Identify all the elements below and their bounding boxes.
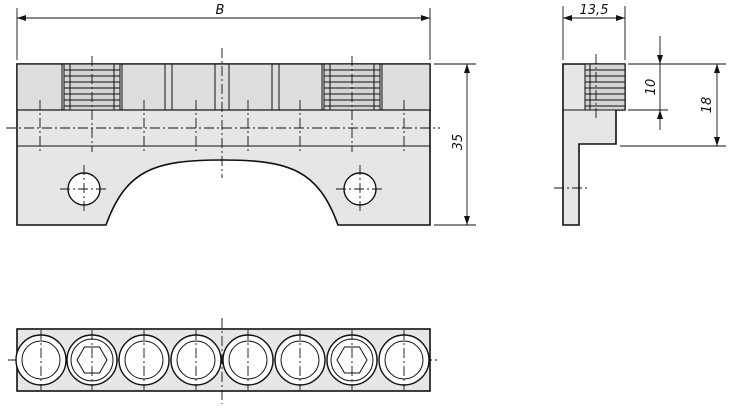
- dimension-35-label: 35: [451, 134, 466, 151]
- bore-3: [118, 330, 170, 390]
- thread-right: [323, 63, 381, 111]
- dimension-13-5: 13,5: [562, 3, 626, 60]
- side-view: 13,5 10 18: [554, 3, 726, 226]
- bore-4: [170, 330, 222, 390]
- top-view: [8, 318, 440, 404]
- dimension-18: 18: [620, 63, 726, 147]
- front-segment-lines: [61, 64, 383, 110]
- bore-7-hex: [326, 330, 378, 390]
- dimension-b-label: B: [216, 3, 225, 18]
- dimension-18-label: 18: [700, 97, 715, 114]
- front-center-lines: [6, 48, 440, 213]
- hex-socket-icon: [336, 346, 368, 374]
- bore-5: [222, 330, 274, 390]
- bore-2-hex: [66, 330, 118, 390]
- dimension-10: 10: [628, 36, 668, 130]
- dimension-35: 35: [434, 63, 476, 226]
- dimension-10-label: 10: [644, 79, 659, 96]
- dimension-b: B: [16, 3, 431, 60]
- bore-6: [274, 330, 326, 390]
- front-view: B 35: [6, 3, 476, 226]
- hex-socket-icon: [76, 346, 108, 374]
- dimension-13-5-label: 13,5: [580, 3, 609, 18]
- side-thread: [584, 63, 626, 111]
- bore-8: [378, 330, 430, 390]
- bore-1: [15, 330, 67, 390]
